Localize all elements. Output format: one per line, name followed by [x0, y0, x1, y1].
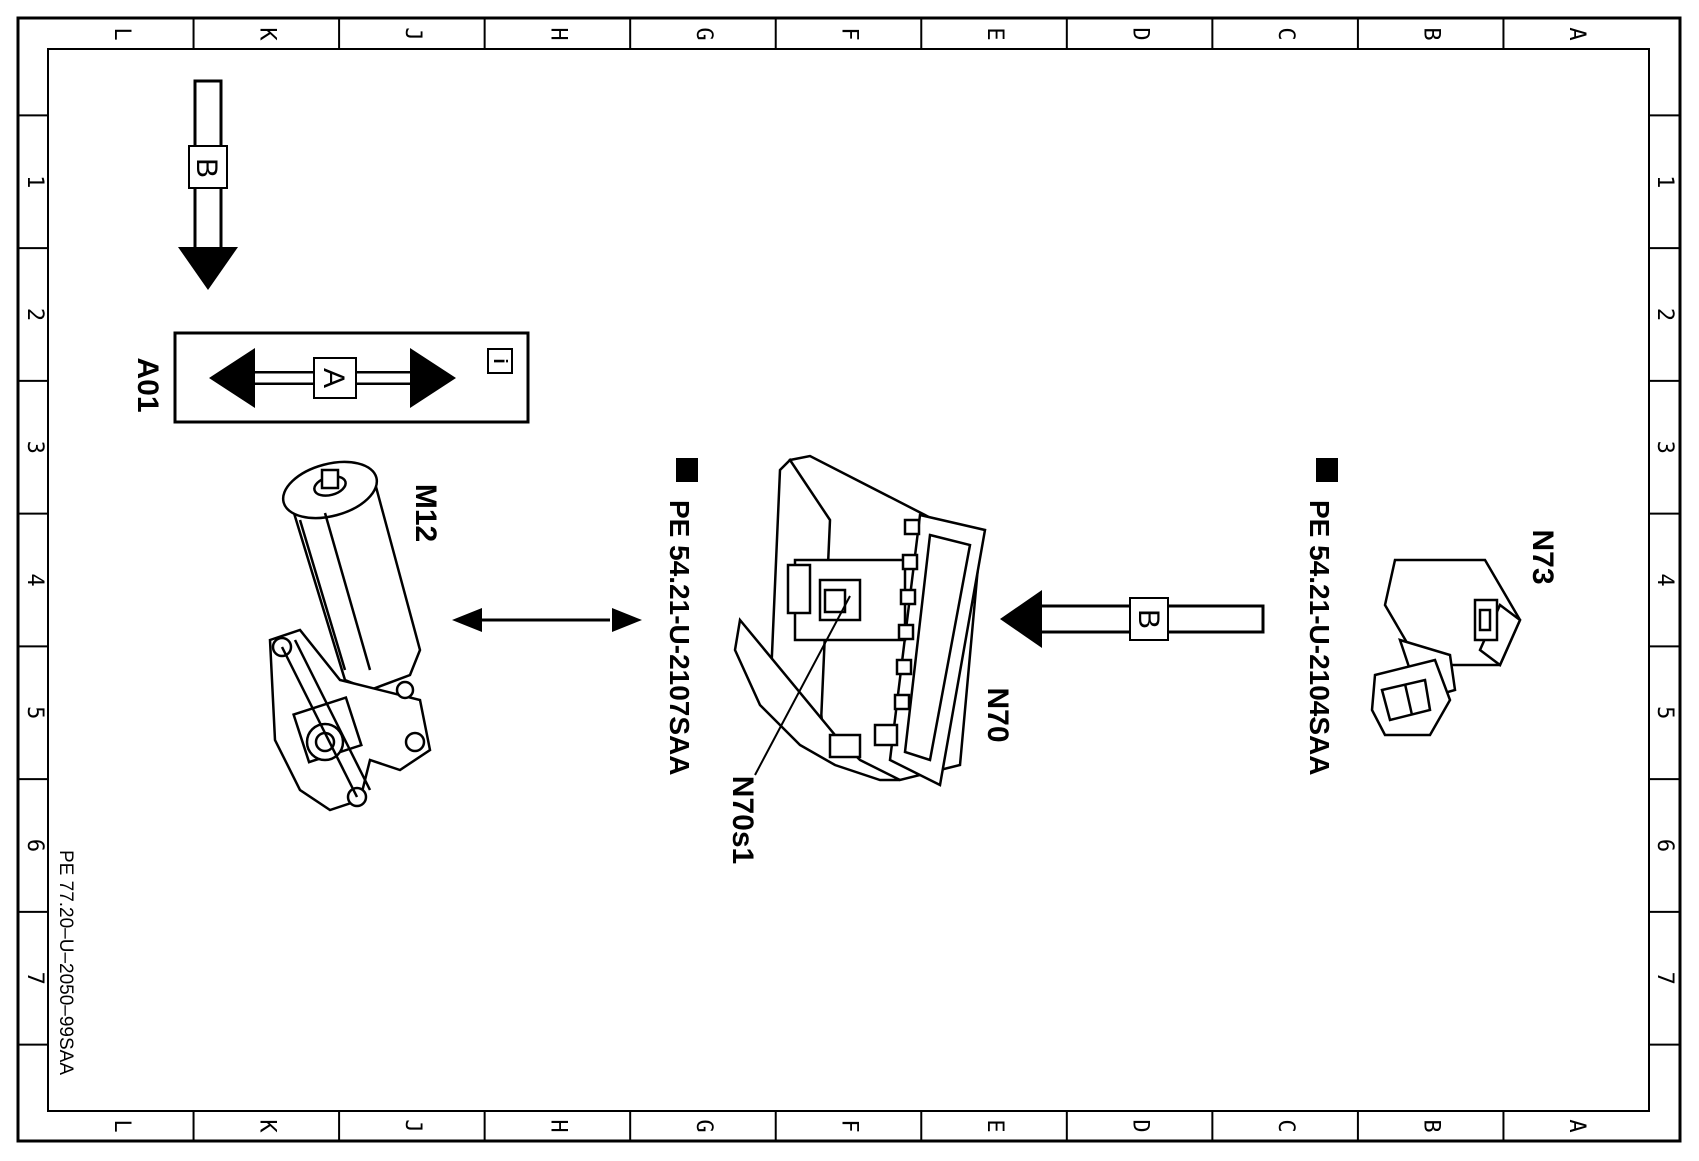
pointing-hand-icon: [676, 458, 698, 482]
info-icon: [487, 348, 513, 374]
column-label-c: C: [1273, 1119, 1298, 1132]
column-label-k: K: [254, 1119, 279, 1133]
a01-label: A01: [131, 357, 164, 412]
column-label-l: L: [109, 1119, 134, 1132]
inner-frame: [47, 48, 1650, 1112]
document-number: PE 77.20–U–2050–99SAA: [55, 850, 76, 1075]
column-label-j: J: [400, 1119, 425, 1132]
n70s1-leader-line: [754, 595, 851, 776]
view-arrow-top: B: [178, 79, 238, 290]
n70-label: N70: [981, 687, 1014, 742]
row-label-5: 5: [22, 706, 47, 719]
row-label-4: 4: [22, 573, 47, 586]
row-label-7: 7: [1652, 972, 1677, 985]
a01-arrow-label: A: [317, 368, 350, 388]
row-label-3: 3: [1652, 441, 1677, 454]
row-label-4: 4: [1652, 573, 1677, 586]
row-label-1: 1: [22, 175, 47, 188]
row-label-6: 6: [1652, 839, 1677, 852]
column-label-b: B: [1419, 1119, 1444, 1132]
row-label-1: 1: [1652, 175, 1677, 188]
reference-right: PE 54.21-U-2104SAA: [1304, 458, 1338, 775]
column-label-k: K: [254, 27, 279, 41]
column-label-b: B: [1419, 27, 1444, 40]
row-label-2: 2: [1652, 308, 1677, 321]
column-label-e: E: [982, 27, 1007, 40]
column-label-l: L: [109, 27, 134, 40]
double-arrow: [452, 608, 642, 632]
row-label-6: 6: [22, 839, 47, 852]
column-label-f: F: [837, 1119, 862, 1132]
pointing-hand-icon: [1316, 458, 1338, 482]
reference-left-text: PE 54.21-U-2107SAA: [664, 500, 695, 775]
column-label-d: D: [1128, 27, 1153, 40]
view-arrow-right-label: B: [1132, 609, 1165, 629]
n73-ignition-switch: [1370, 558, 1522, 737]
column-label-h: H: [545, 27, 570, 40]
a01-control-unit: A i A01: [131, 331, 530, 424]
n73-label: N73: [1526, 529, 1559, 584]
column-label-h: H: [545, 1119, 570, 1132]
m12-motor: [268, 460, 432, 812]
n70s1-label: N70s1: [726, 776, 759, 864]
n70-control-panel: [733, 454, 987, 787]
outer-frame: [16, 16, 1682, 1143]
row-label-5: 5: [1652, 706, 1677, 719]
column-label-a: A: [1564, 1119, 1589, 1132]
column-label-e: E: [982, 1119, 1007, 1132]
m12-label: M12: [409, 484, 442, 542]
row-label-7: 7: [22, 972, 47, 985]
column-label-g: G: [691, 1119, 716, 1132]
view-arrow-right: B: [1000, 590, 1265, 648]
reference-left: PE 54.21-U-2107SAA: [664, 458, 698, 775]
view-arrow-top-label: B: [190, 158, 223, 178]
info-icon-label: i: [489, 358, 510, 363]
row-label-2: 2: [22, 308, 47, 321]
reference-right-text: PE 54.21-U-2104SAA: [1304, 500, 1335, 775]
column-label-a: A: [1564, 27, 1589, 40]
row-ticks-right: 1 2 3 4 5 6 7: [1649, 114, 1680, 1046]
column-label-j: J: [400, 27, 425, 40]
column-label-d: D: [1128, 1119, 1153, 1132]
column-label-g: G: [691, 27, 716, 40]
column-label-c: C: [1273, 27, 1298, 40]
column-label-f: F: [837, 27, 862, 40]
row-ticks-left: 1 2 3 4 5 6 7: [18, 114, 48, 1046]
row-label-3: 3: [22, 441, 47, 454]
